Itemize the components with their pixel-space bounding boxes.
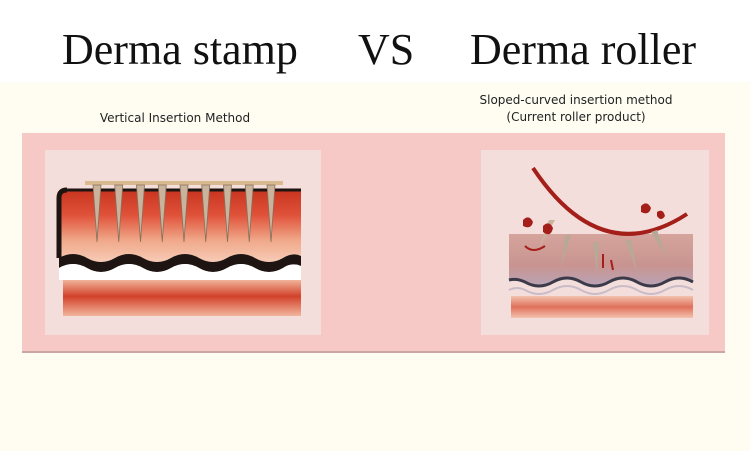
derma-roller-title: Derma roller	[470, 25, 696, 74]
roller-insertion-illustration	[481, 150, 709, 335]
stamp-needle	[201, 184, 211, 243]
stamp-needles	[92, 184, 276, 243]
tear-arrow	[524, 245, 546, 251]
roller-needle	[651, 230, 667, 258]
roller-needle	[561, 234, 571, 268]
stamp-needle	[157, 184, 167, 243]
stamp-needle	[179, 184, 189, 243]
sloped-insertion-caption: Sloped-curved insertion method (Current …	[440, 92, 712, 126]
stamp-needle	[244, 184, 254, 243]
subcutaneous-layer-roller	[511, 296, 693, 318]
subcutaneous-layer	[63, 280, 301, 316]
title-band	[0, 0, 750, 82]
stamp-needle	[92, 184, 102, 243]
tear-arrow	[610, 259, 614, 271]
blood-drop	[523, 217, 533, 228]
sloped-caption-line1: Sloped-curved insertion method	[479, 93, 673, 107]
stamp-needle	[266, 184, 276, 243]
stamp-needle	[114, 184, 124, 243]
blood-drop	[657, 210, 665, 219]
sloped-caption-line2: (Current roller product)	[506, 110, 646, 124]
stamp-plate	[85, 181, 283, 185]
stamp-needle	[223, 184, 232, 243]
white-wave-layer	[59, 264, 301, 280]
blood-drops	[523, 203, 665, 235]
dermis-wave-roller	[508, 276, 694, 288]
roller-needle	[625, 240, 637, 272]
vs-label: VS	[358, 25, 415, 74]
blood-drop	[641, 203, 651, 214]
white-wave-roller	[508, 285, 694, 295]
stamp-needle	[136, 184, 145, 243]
skin-layer-roller	[509, 234, 693, 286]
derma-stamp-title: Derma stamp	[62, 25, 298, 74]
dermis-wave	[59, 254, 301, 272]
tearing-arrows	[524, 245, 614, 271]
blood-drop	[543, 223, 553, 235]
vertical-insertion-caption: Vertical Insertion Method	[99, 111, 251, 125]
roller-needle	[593, 242, 599, 274]
roller-drum	[531, 166, 689, 236]
stamp-insertion-illustration	[45, 150, 321, 335]
